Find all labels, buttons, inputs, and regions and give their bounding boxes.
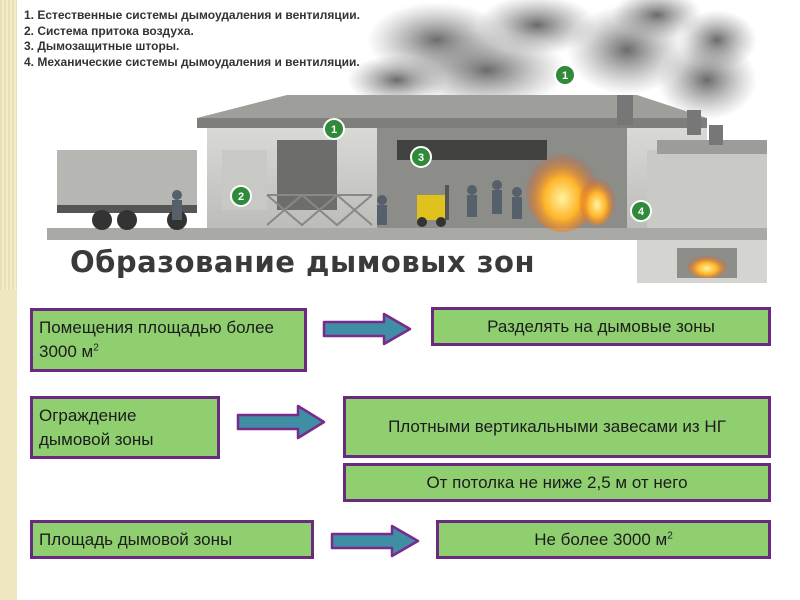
- rule-box-max-area: Не более 3000 м2: [436, 520, 771, 559]
- arrow-right-icon: [322, 312, 412, 346]
- page-title: Образование дымовых зон: [70, 245, 536, 279]
- rule-max-area-text: Не более 3000 м2: [534, 529, 673, 549]
- condition-box-zone-area: Площадь дымовой зоны: [30, 520, 314, 559]
- condition-zone-area-text: Площадь дымовой зоны: [39, 529, 233, 549]
- arrow-right-icon: [330, 524, 420, 558]
- rule-ceiling-text: От потолка не ниже 2,5 м от него: [426, 472, 688, 492]
- rule-box-ceiling: От потолка не ниже 2,5 м от него: [343, 463, 771, 502]
- rule-divide-text: Разделять на дымовые зоны: [487, 316, 715, 336]
- marker-1-wall-label: 1: [331, 124, 337, 136]
- smoke-plumes: [347, 0, 757, 120]
- marker-3: [410, 146, 432, 168]
- condition-area-text: Помещения площадью более 3000 м2: [39, 318, 274, 361]
- rule-box-divide: Разделять на дымовые зоны: [431, 307, 771, 346]
- marker-3-label: 3: [418, 152, 424, 164]
- building-smoke-illustration: 1 1 2 3 4: [47, 0, 767, 283]
- legend-item-1: 1. Естественные системы дымоудаления и в…: [24, 8, 360, 22]
- rule-max-area-sup: 2: [667, 529, 673, 541]
- legend-item-3: 3. Дымозащитные шторы.: [24, 39, 180, 53]
- marker-2: [230, 185, 252, 207]
- marker-1-roof-label: 1: [562, 70, 568, 82]
- marker-4: [630, 200, 652, 222]
- legend-item-4: 4. Механические системы дымоудаления и в…: [24, 54, 360, 69]
- marker-4-label: 4: [638, 206, 645, 218]
- condition-enclosure-text: Ограждение дымовой зоны: [39, 405, 154, 449]
- rule-box-curtains: Плотными вертикальными завесами из НГ: [343, 396, 771, 458]
- condition-box-area: Помещения площадью более 3000 м2: [30, 308, 307, 372]
- decorative-left-strip-lower: [0, 290, 17, 600]
- marker-1-roof: [554, 64, 576, 86]
- condition-box-enclosure: Ограждение дымовой зоны: [30, 396, 220, 459]
- condition-area-sup: 2: [93, 342, 99, 354]
- rule-curtains-text: Плотными вертикальными завесами из НГ: [388, 417, 726, 436]
- marker-1-wall: [323, 118, 345, 140]
- arrow-right-icon: [236, 404, 326, 440]
- marker-2-label: 2: [238, 191, 244, 203]
- legend-item-2: 2. Система притока воздуха.: [24, 23, 194, 38]
- legend: 1. Естественные системы дымоудаления и в…: [24, 8, 404, 70]
